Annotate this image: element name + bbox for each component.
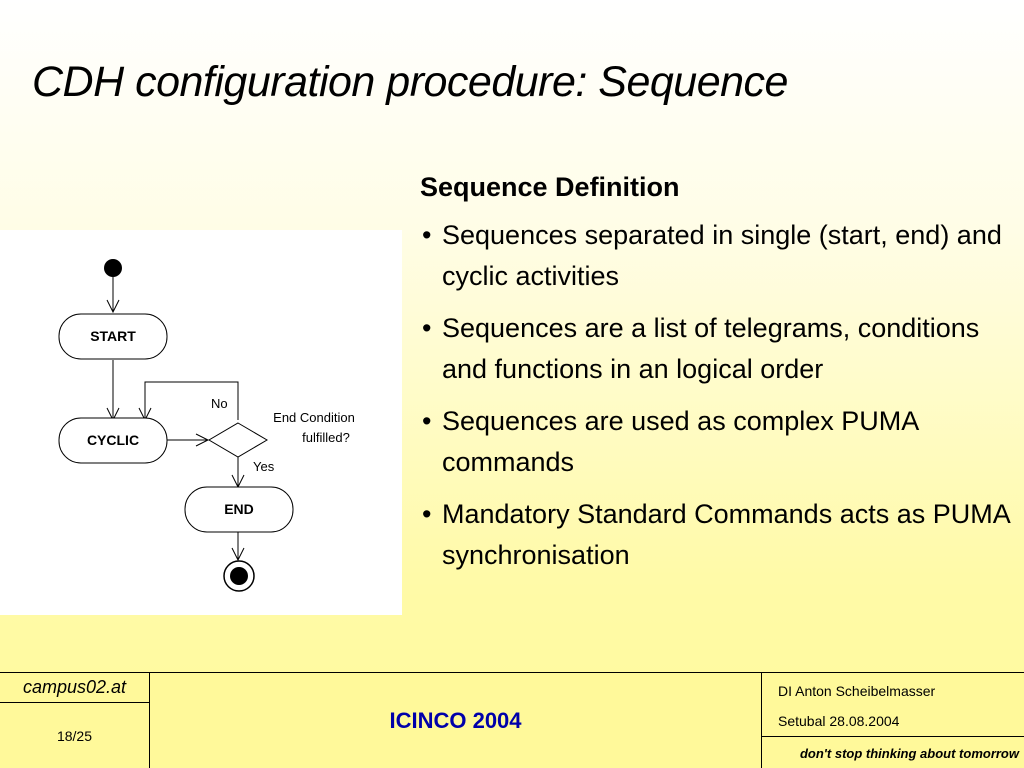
bullet-marker: • [422, 406, 432, 436]
final-node-dot [230, 567, 248, 585]
loop-back-line [144, 381, 239, 420]
arrowhead-decision [195, 433, 210, 447]
bullet-marker: • [422, 220, 432, 250]
arrowhead-initial [106, 299, 120, 314]
bullet-item: • Sequences are used as complex PUMA comm… [420, 401, 1020, 483]
footer-page-number: 18/25 [0, 703, 150, 768]
bullet-item: • Sequences are a list of telegrams, cond… [420, 308, 1020, 390]
footer-slogan: don't stop thinking about tomorrow [799, 745, 1019, 761]
content-area: Sequence Definition • Sequences separated… [420, 172, 1020, 587]
bullet-item: • Sequences separated in single (start, e… [420, 215, 1020, 297]
bullet-marker: • [422, 313, 432, 343]
footer-author: DI Anton Scheibelmasser [778, 683, 936, 699]
start-node [58, 313, 168, 360]
arrowhead-final [231, 547, 245, 562]
start-node-label: START [90, 328, 136, 344]
bullet-item: • Mandatory Standard Commands acts as PUM… [420, 494, 1020, 576]
footer: campus02.at 18/25 ICINCO 2004 DI Anton S… [0, 672, 1024, 768]
section-heading: Sequence Definition [420, 172, 680, 202]
bullet-text: Sequences are used as complex PUMA comma… [442, 406, 918, 477]
footer-place-date: Setubal 28.08.2004 [762, 708, 1024, 737]
cyclic-node-label: CYCLIC [87, 432, 139, 448]
bullet-text: Sequences are a list of telegrams, condi… [442, 313, 980, 384]
cyclic-node [58, 417, 168, 464]
footer-site: campus02.at [0, 673, 150, 703]
no-label: No [211, 396, 228, 411]
bullet-list: • Sequences separated in single (start, e… [420, 215, 1020, 576]
footer-conference: ICINCO 2004 [150, 673, 762, 768]
end-node [184, 486, 294, 533]
bullet-marker: • [422, 499, 432, 529]
decision-node [208, 422, 268, 458]
activity-diagram: START CYCLIC End Condition fulfilled? No… [0, 230, 402, 615]
yes-label: Yes [253, 459, 275, 474]
initial-node [104, 259, 122, 277]
slide-title: CDH configuration procedure: Sequence [32, 58, 788, 106]
decision-label-line2: fulfilled? [302, 430, 350, 445]
end-node-label: END [224, 501, 254, 517]
bullet-text: Sequences separated in single (start, en… [442, 220, 1002, 291]
decision-label-line1: End Condition [273, 410, 355, 425]
bullet-text: Mandatory Standard Commands acts as PUMA… [442, 499, 1010, 570]
